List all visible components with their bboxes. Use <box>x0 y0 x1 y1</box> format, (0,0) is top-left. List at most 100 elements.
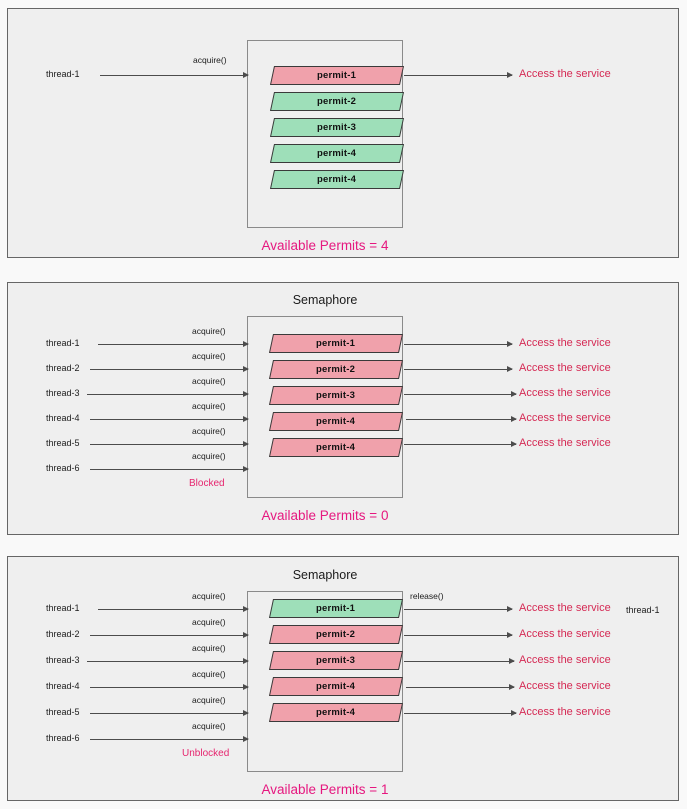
permit-label: permit-1 <box>316 603 356 614</box>
thread-label: thread-6 <box>46 733 80 743</box>
access-service-label: Access the service <box>519 362 611 374</box>
permit-label: permit-3 <box>316 390 356 401</box>
permit-block: permit-2 <box>268 360 404 379</box>
released-thread-label: thread-1 <box>626 605 660 615</box>
thread-label: thread-2 <box>46 363 80 373</box>
acquire-label: acquire() <box>192 376 226 386</box>
access-service-label: Access the service <box>519 680 611 692</box>
acquire-label: acquire() <box>192 326 226 336</box>
acquire-arrow <box>90 710 249 717</box>
access-arrow <box>404 391 517 398</box>
acquire-label: acquire() <box>192 351 226 361</box>
permit-label: permit-4 <box>317 148 357 159</box>
permit-block: permit-3 <box>268 386 404 405</box>
release-arrow <box>404 606 513 613</box>
permit-label: permit-4 <box>316 707 356 718</box>
access-arrow <box>404 632 513 639</box>
thread-label: thread-4 <box>46 413 80 423</box>
acquire-arrow <box>90 441 249 448</box>
permit-block: permit-1 <box>268 334 404 353</box>
access-arrow <box>404 710 517 717</box>
available-permits-label: Available Permits = 4 <box>261 238 389 253</box>
available-permits-label: Available Permits = 1 <box>261 782 389 797</box>
thread-label: thread-2 <box>46 629 80 639</box>
acquire-label: acquire() <box>192 721 226 731</box>
acquire-label: acquire() <box>192 643 226 653</box>
acquire-arrow <box>90 632 249 639</box>
acquire-arrow <box>98 606 249 613</box>
permit-label: permit-2 <box>316 629 356 640</box>
acquire-label: acquire() <box>192 695 226 705</box>
thread-label: thread-5 <box>46 438 80 448</box>
acquire-arrow <box>87 658 249 665</box>
access-service-label: Access the service <box>519 68 611 80</box>
permit-block: permit-4 <box>268 703 404 722</box>
thread-label: thread-5 <box>46 707 80 717</box>
access-arrow <box>404 441 517 448</box>
permit-label: permit-3 <box>317 122 357 133</box>
permit-block: permit-4 <box>268 438 404 457</box>
permit-label: permit-4 <box>316 681 356 692</box>
permit-block: permit-4 <box>268 677 404 696</box>
thread-label: thread-4 <box>46 681 80 691</box>
blocked-status-label: Blocked <box>189 478 225 489</box>
panel-all-permits-taken: Semaphore permit-1 permit-2 permit-3 per… <box>7 282 679 535</box>
thread-label: thread-3 <box>46 388 80 398</box>
thread-label: thread-6 <box>46 463 80 473</box>
permit-block: permit-2 <box>269 92 405 111</box>
access-service-label: Access the service <box>519 628 611 640</box>
acquire-arrow <box>87 391 249 398</box>
permit-block: permit-2 <box>268 625 404 644</box>
permit-block: permit-3 <box>269 118 405 137</box>
available-permits-label: Available Permits = 0 <box>261 508 389 523</box>
acquire-arrow <box>90 466 249 473</box>
access-service-label: Access the service <box>519 706 611 718</box>
acquire-label: acquire() <box>192 426 226 436</box>
panel-initial-state: permit-1 permit-2 permit-3 permit-4 perm… <box>7 8 679 258</box>
permit-block: permit-4 <box>269 144 405 163</box>
acquire-arrow <box>90 684 249 691</box>
access-service-label: Access the service <box>519 412 611 424</box>
acquire-arrow <box>100 72 249 79</box>
release-label: release() <box>410 591 444 601</box>
thread-label: thread-3 <box>46 655 80 665</box>
acquire-label: acquire() <box>192 451 226 461</box>
acquire-label: acquire() <box>192 591 226 601</box>
permit-label: permit-1 <box>316 338 356 349</box>
semaphore-title: Semaphore <box>292 293 358 307</box>
acquire-label: acquire() <box>192 401 226 411</box>
access-arrow <box>406 684 515 691</box>
permit-label: permit-2 <box>317 96 357 107</box>
access-service-label: Access the service <box>519 602 611 614</box>
acquire-label: acquire() <box>193 55 227 65</box>
permit-block: permit-4 <box>269 170 405 189</box>
access-service-label: Access the service <box>519 654 611 666</box>
acquire-arrow <box>90 366 249 373</box>
thread-label: thread-1 <box>46 603 80 613</box>
thread-label: thread-1 <box>46 338 80 348</box>
permit-block: permit-1 <box>268 599 404 618</box>
permit-label: permit-2 <box>316 364 356 375</box>
permit-label: permit-4 <box>316 442 356 453</box>
access-arrow <box>406 416 517 423</box>
permit-block: permit-3 <box>268 651 404 670</box>
access-service-label: Access the service <box>519 437 611 449</box>
permit-block: permit-4 <box>268 412 404 431</box>
acquire-arrow <box>90 416 249 423</box>
unblocked-status-label: Unblocked <box>182 748 230 759</box>
permit-label: permit-1 <box>317 70 357 81</box>
access-arrow <box>404 366 513 373</box>
acquire-label: acquire() <box>192 617 226 627</box>
access-arrow <box>404 341 513 348</box>
access-arrow <box>404 658 515 665</box>
permit-label: permit-3 <box>316 655 356 666</box>
acquire-arrow <box>98 341 249 348</box>
permit-label: permit-4 <box>317 174 357 185</box>
acquire-arrow <box>90 736 249 743</box>
thread-label: thread-1 <box>46 69 80 79</box>
access-arrow <box>404 72 513 79</box>
semaphore-title: Semaphore <box>292 568 358 582</box>
acquire-label: acquire() <box>192 669 226 679</box>
access-service-label: Access the service <box>519 387 611 399</box>
